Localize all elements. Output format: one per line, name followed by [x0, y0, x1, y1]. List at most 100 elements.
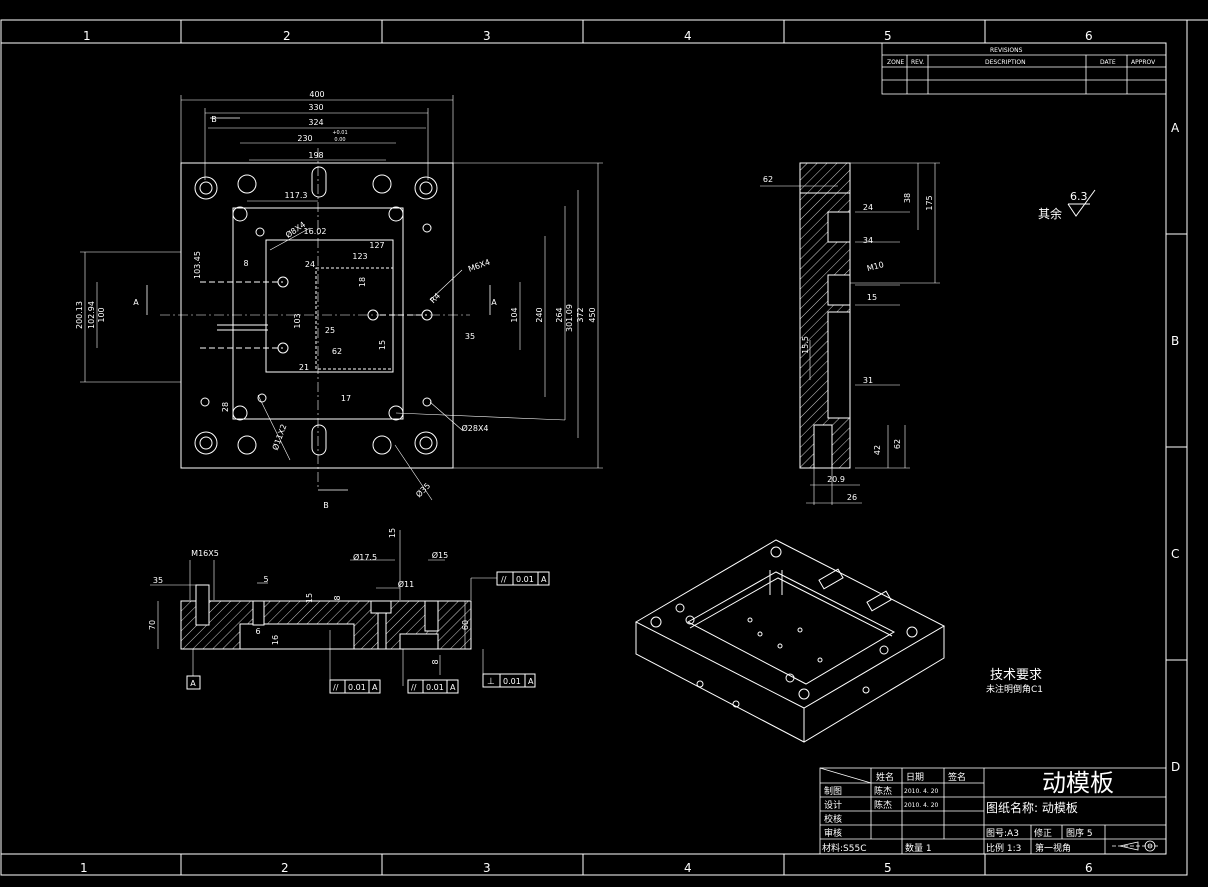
svg-text:签名: 签名 [948, 771, 966, 783]
svg-text:+0.01: +0.01 [332, 130, 347, 136]
col-label: 5 [884, 29, 892, 43]
svg-text:15: 15 [388, 528, 397, 538]
svg-text:数量 1: 数量 1 [905, 842, 932, 854]
svg-text:A: A [541, 575, 547, 584]
tolerance-frame: ⊥ 0.01 A [482, 673, 536, 688]
col-label: 4 [684, 29, 692, 43]
projection-symbol [1112, 840, 1160, 852]
svg-text:104: 104 [510, 307, 519, 322]
svg-text:117.3: 117.3 [285, 191, 308, 200]
svg-text:450: 450 [588, 307, 597, 322]
svg-text:技术要求: 技术要求 [990, 668, 1042, 683]
drawing-name: 图纸名称: 动模板 [986, 800, 1078, 815]
svg-text:制图: 制图 [824, 785, 842, 797]
svg-text:198: 198 [308, 151, 323, 160]
svg-text:材料:S55C: 材料:S55C [822, 842, 866, 854]
svg-text:8: 8 [243, 259, 248, 268]
svg-text:2010. 4. 20: 2010. 4. 20 [904, 802, 939, 809]
svg-text:Ø11: Ø11 [398, 579, 414, 589]
svg-text:设计: 设计 [824, 799, 842, 811]
svg-text:34: 34 [863, 236, 873, 245]
svg-text:8: 8 [333, 595, 342, 600]
svg-text:陈杰: 陈杰 [874, 799, 892, 811]
svg-text:A: A [491, 298, 497, 307]
svg-text:102.94: 102.94 [87, 301, 96, 329]
svg-text:330: 330 [308, 103, 323, 112]
svg-text:B: B [211, 115, 217, 124]
svg-text:42: 42 [873, 445, 882, 455]
svg-text:0.01: 0.01 [426, 683, 444, 692]
svg-text:0.01: 0.01 [503, 677, 521, 686]
roughness-symbol: 其余 6.3 [1038, 189, 1096, 221]
svg-text:A: A [190, 679, 196, 688]
svg-text:372: 372 [576, 307, 585, 322]
svg-text:38: 38 [903, 193, 912, 203]
svg-text:审核: 审核 [824, 827, 842, 839]
svg-text:6.3: 6.3 [1070, 190, 1088, 203]
svg-text:2010. 4. 20: 2010. 4. 20 [904, 788, 939, 795]
svg-text:301.09: 301.09 [565, 304, 574, 332]
col-label: 2 [283, 29, 291, 43]
svg-text:A: A [450, 683, 456, 692]
svg-text:0.00: 0.00 [334, 137, 345, 143]
svg-text:APPROV: APPROV [1131, 59, 1156, 66]
svg-text:24: 24 [863, 203, 873, 212]
svg-text:35: 35 [465, 332, 475, 341]
svg-text:Ø17.5: Ø17.5 [353, 552, 377, 562]
revisions-table: REVISIONS ZONE REV. DESCRIPTION DATE APP… [881, 42, 1167, 95]
svg-text:REV.: REV. [911, 59, 924, 66]
tech-requirements: 技术要求 未注明倒角C1 [986, 668, 1043, 695]
svg-text:31: 31 [863, 376, 873, 385]
svg-text:姓名: 姓名 [876, 771, 894, 783]
svg-text:⊥: ⊥ [487, 677, 495, 687]
top-view [80, 95, 603, 501]
svg-text:70: 70 [148, 620, 157, 630]
svg-text:M16X5: M16X5 [191, 549, 219, 558]
svg-text:18: 18 [358, 277, 367, 287]
svg-text:60: 60 [461, 620, 470, 630]
side-view [760, 162, 940, 505]
svg-text://: // [501, 575, 507, 584]
svg-text:17: 17 [341, 394, 351, 403]
svg-text:240: 240 [535, 307, 544, 322]
svg-text:8: 8 [431, 659, 440, 664]
svg-text:DESCRIPTION: DESCRIPTION [985, 59, 1026, 66]
svg-text:5: 5 [263, 575, 268, 584]
col-label: 4 [684, 861, 692, 875]
section-view [150, 530, 497, 686]
svg-text:264: 264 [555, 307, 564, 322]
svg-text:A: A [133, 298, 139, 307]
svg-text:比例 1:3: 比例 1:3 [986, 842, 1021, 854]
svg-text:400: 400 [309, 90, 324, 99]
svg-text:修正: 修正 [1034, 827, 1052, 839]
svg-text:日期: 日期 [906, 772, 924, 783]
svg-text:陈杰: 陈杰 [874, 785, 892, 797]
svg-text:A: A [528, 677, 534, 686]
svg-text:0.01: 0.01 [516, 575, 534, 584]
svg-text:B: B [323, 501, 329, 510]
col-label: 3 [483, 861, 491, 875]
svg-text:25: 25 [325, 326, 335, 335]
svg-text:62: 62 [893, 439, 902, 449]
row-label: C [1171, 547, 1179, 561]
svg-text:校核: 校核 [824, 813, 842, 825]
svg-text:15.5: 15.5 [801, 336, 810, 354]
svg-text:16.02: 16.02 [304, 227, 327, 236]
svg-text:24: 24 [305, 260, 315, 269]
col-label: 2 [281, 861, 289, 875]
svg-text:324: 324 [308, 118, 323, 127]
col-label: 6 [1085, 861, 1093, 875]
title-block: 动模板 图纸名称: 动模板 姓名 日期 签名 制图 陈杰 2010. 4. 20… [819, 767, 1167, 855]
svg-text:ZONE: ZONE [887, 59, 904, 66]
svg-text:175: 175 [925, 195, 934, 210]
svg-text:Ø28X4: Ø28X4 [461, 423, 488, 433]
svg-text:103: 103 [293, 313, 302, 328]
row-label: D [1171, 760, 1180, 774]
svg-text:62: 62 [332, 347, 342, 356]
svg-text:103.45: 103.45 [193, 251, 202, 279]
svg-text:其余: 其余 [1038, 206, 1062, 221]
svg-text:图序 5: 图序 5 [1066, 827, 1093, 839]
svg-text:62: 62 [763, 175, 773, 184]
svg-text:Ø15: Ø15 [432, 550, 448, 560]
svg-text:DATE: DATE [1100, 59, 1116, 66]
